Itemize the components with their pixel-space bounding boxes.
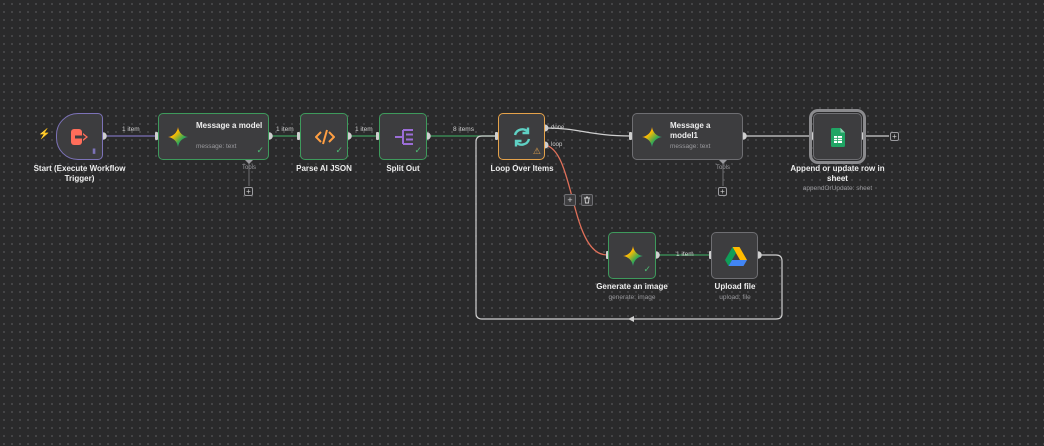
node-message-model1-title: Message a model1 bbox=[670, 121, 711, 140]
edge-label-start-to-model: 1 item bbox=[122, 126, 140, 133]
google-drive-icon bbox=[724, 246, 747, 266]
gemini-icon bbox=[622, 245, 644, 267]
warning-icon: ⚠ bbox=[532, 146, 541, 156]
node-upload-file-label: Upload file bbox=[714, 282, 756, 291]
edge-label-generate-to-upload: 1 item bbox=[676, 251, 694, 258]
edge-label-parse-to-split: 1 item bbox=[355, 126, 373, 133]
pin-icon: ▮ bbox=[92, 148, 96, 155]
node-message-model-title: Message a model bbox=[196, 121, 263, 130]
edge-label-model-to-parse: 1 item bbox=[276, 126, 294, 133]
success-check-icon: ✓ bbox=[414, 145, 422, 155]
node-split-out[interactable]: ✓ bbox=[379, 113, 427, 160]
execute-workflow-trigger-icon bbox=[69, 126, 91, 148]
edge-delete-button[interactable] bbox=[581, 194, 593, 206]
loop-output-done-label: done bbox=[551, 125, 565, 131]
node-message-model[interactable]: Message a model message: text ✓ bbox=[158, 113, 269, 160]
success-check-icon: ✓ bbox=[643, 264, 651, 274]
trash-icon bbox=[584, 196, 590, 204]
node-upload-file[interactable] bbox=[711, 232, 758, 279]
node-append-update-sheet[interactable] bbox=[809, 109, 866, 164]
gemini-icon bbox=[641, 126, 663, 148]
success-check-icon: ✓ bbox=[335, 145, 343, 155]
node-message-model1[interactable]: Message a model1 message: text bbox=[632, 113, 743, 160]
node-upload-file-subtitle: upload: file bbox=[719, 294, 751, 301]
node-split-out-label: Split Out bbox=[386, 164, 420, 173]
add-tool-button-model[interactable]: + bbox=[244, 187, 253, 196]
edge-add-node-button[interactable]: + bbox=[564, 194, 576, 206]
node-generate-image[interactable]: ✓ bbox=[608, 232, 656, 279]
node-parse-ai-json[interactable]: ✓ bbox=[300, 113, 348, 160]
edge-label-split-to-loop: 8 items bbox=[453, 126, 474, 133]
node-message-model-subtitle: message: text bbox=[196, 143, 237, 150]
refresh-icon bbox=[510, 125, 534, 149]
node-start-trigger[interactable]: ▮ bbox=[56, 113, 103, 160]
node-message-model1-subtitle: message: text bbox=[670, 143, 711, 150]
add-tool-button-model1[interactable]: + bbox=[718, 187, 727, 196]
gemini-icon bbox=[167, 126, 189, 148]
node-loop-over-items-label: Loop Over Items bbox=[490, 164, 554, 173]
trigger-bolt-icon: ⚡ bbox=[38, 129, 51, 140]
success-check-icon: ✓ bbox=[256, 145, 264, 155]
node-start-label: Start (Execute Workflow Trigger) bbox=[33, 164, 126, 183]
code-icon bbox=[314, 126, 336, 148]
split-icon bbox=[393, 126, 415, 148]
edge-return-arrow bbox=[628, 316, 634, 322]
edge-loop-done-to-model1[interactable] bbox=[544, 127, 632, 137]
node-append-update-label: Append or update row in sheet bbox=[790, 164, 885, 183]
google-sheets-icon bbox=[828, 126, 848, 148]
node-generate-image-label: Generate an image bbox=[596, 282, 668, 291]
node-generate-image-subtitle: generate: image bbox=[608, 294, 656, 301]
tools-label-model: Tools bbox=[242, 165, 257, 171]
node-parse-ai-json-label: Parse AI JSON bbox=[296, 164, 352, 173]
tools-label-model1: Tools bbox=[716, 165, 731, 171]
loop-output-loop-label: loop bbox=[551, 142, 563, 148]
add-next-node-button[interactable]: + bbox=[890, 132, 899, 141]
node-loop-over-items[interactable]: ⚠ bbox=[498, 113, 545, 160]
edge-loop-to-generate[interactable] bbox=[544, 144, 608, 256]
node-append-update-subtitle: appendOrUpdate: sheet bbox=[802, 185, 873, 192]
